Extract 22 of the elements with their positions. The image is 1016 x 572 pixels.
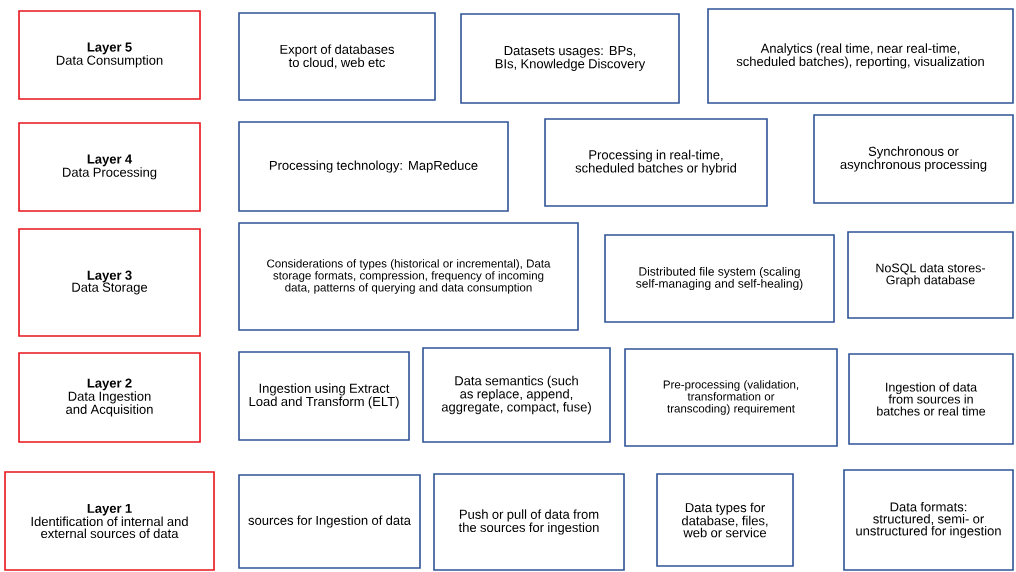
feature-box: Considerations of types (historical or incremental), Data storage formats, compression, frequency of incoming data, patterns of querying and data consumption: [238, 222, 579, 331]
layer-box: Layer 2 Data Ingestion and Acquisition: [18, 352, 201, 443]
feature-box: Export of databases to cloud, web etc: [238, 12, 436, 101]
feature-box: Processing in real-time, scheduled batches or hybrid: [544, 118, 768, 207]
feature-box: Ingestion using Extract Load and Transform (ELT): [238, 351, 410, 441]
feature-box: Data types for database, files, web or service: [656, 473, 794, 567]
feature-box: Data semantics (such as replace, append, aggregate, compact, fuse): [422, 347, 611, 443]
feature-box: Pre-processing (validation, transformation or transcoding) requirement: [624, 348, 838, 447]
feature-box: NoSQL data stores- Graph database: [847, 231, 1014, 319]
feature-box: Distributed file system (scaling self-managing and self-healing): [604, 234, 835, 323]
feature-box: Analytics (real time, near real-time, scheduled batches), reporting, visualization: [707, 8, 1014, 104]
layer-box: Layer 3 Data Storage: [18, 228, 201, 337]
layer-box: Layer 5 Data Consumption: [18, 10, 201, 100]
layer-box: Layer 1 Identification of internal and external sources of data: [4, 471, 215, 571]
layer-box: Layer 4 Data Processing: [18, 122, 201, 212]
feature-box: Push or pull of data from the sources for ingestion: [433, 473, 625, 571]
feature-box: Synchronous or asynchronous processing: [813, 114, 1014, 204]
feature-box: Data formats: structured, semi- or unstructured for ingestion: [843, 469, 1014, 571]
feature-box: Datasets usages: BPs, BIs, Knowledge Discovery: [460, 13, 680, 104]
feature-box: sources for Ingestion of data: [238, 474, 421, 569]
feature-box: Processing technology: MapReduce: [238, 121, 509, 212]
feature-box: Ingestion of data from sources in batches or real time: [848, 353, 1014, 445]
